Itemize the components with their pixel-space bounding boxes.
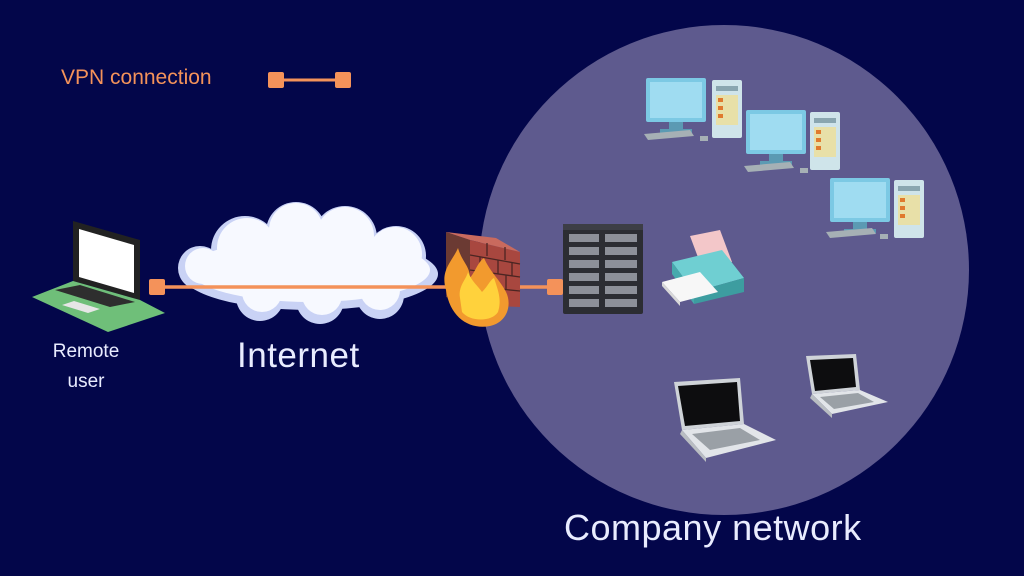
laptop-icon (674, 354, 888, 462)
firewall-icon (444, 232, 521, 327)
cloud-icon (178, 202, 438, 324)
internet-label: Internet (237, 336, 360, 375)
remote-user-label: Remote user (52, 341, 120, 392)
remote-laptop-icon (32, 221, 165, 332)
desktop-computer-icon (644, 78, 924, 239)
legend-vpn-line (268, 72, 351, 88)
legend-vpn-label: VPN connection (61, 66, 212, 89)
server-rack-icon (563, 224, 643, 314)
printer-icon (662, 230, 744, 306)
company-network-label: Company network (564, 507, 862, 548)
